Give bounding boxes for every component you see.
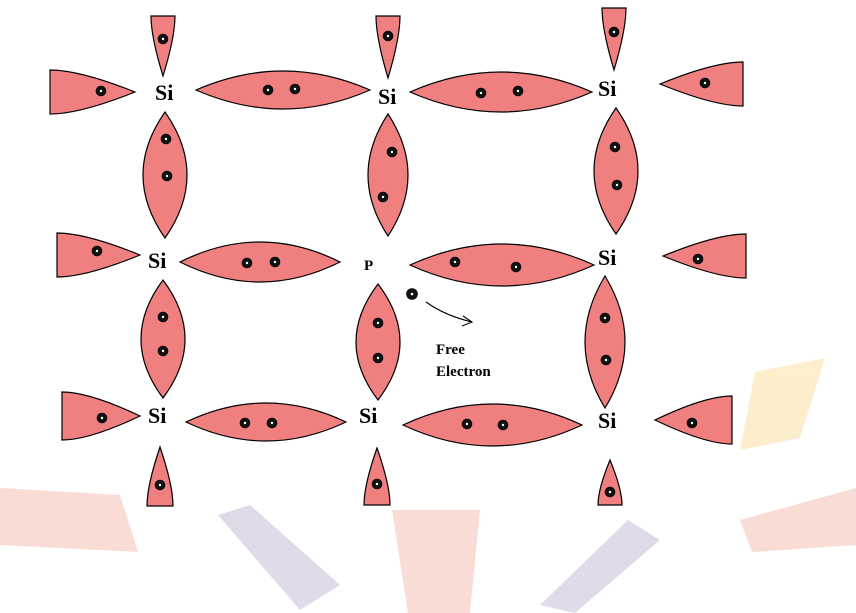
bond-r2-pc3 <box>410 244 594 286</box>
bond-r3-c1c2-electron-2 <box>267 418 277 428</box>
bond-top-c1 <box>151 16 175 76</box>
bond-v-c3-r12-electron-1 <box>610 142 620 152</box>
bond-top-c3-electron-1 <box>609 27 619 37</box>
bond-r3-c2c3 <box>403 404 582 446</box>
bond-top-c1-electron-1 <box>158 34 168 44</box>
bond-r1-c2c3 <box>410 72 592 112</box>
watermark-shape-right <box>740 488 856 552</box>
free-electron <box>407 289 418 300</box>
bond-right-r2-electron-1 <box>693 254 703 264</box>
atom-p-r2c2: P <box>364 258 373 274</box>
bond-r1-c2c3-electron-2 <box>513 86 523 96</box>
bond-top-c3 <box>602 8 626 70</box>
bond-v-c1-r23-electron-1 <box>158 312 168 322</box>
bond-r2-pc3-electron-2 <box>511 262 521 272</box>
bond-r1-c1c2-electron-2 <box>290 84 300 94</box>
bond-v-c1-r23 <box>141 280 185 398</box>
bond-bottom-c1 <box>147 447 173 506</box>
bond-v-c3-r23 <box>585 276 625 408</box>
bond-right-r2 <box>663 234 746 278</box>
bond-v-c2-r23-electron-2 <box>373 353 383 363</box>
bond-r3-c1c2-electron-1 <box>240 418 250 428</box>
bond-right-r1-electron-1 <box>700 78 710 88</box>
bond-bottom-c3-electron-1 <box>605 487 615 497</box>
bond-bottom-c1-electron-1 <box>155 480 165 490</box>
free-electron-annotation: Free Electron <box>407 289 492 381</box>
bond-r2-c1p-electron-1 <box>242 258 252 268</box>
bond-left-r1-electron-1 <box>96 86 106 96</box>
bond-v-c1-r23-electron-2 <box>158 346 168 356</box>
bond-v-c3-r12-electron-2 <box>612 180 622 190</box>
bond-bottom-c3 <box>598 460 622 505</box>
bond-r2-c1p <box>180 242 340 282</box>
atom-si-r2c1: Si <box>148 248 166 273</box>
free-electron-label-line2: Electron <box>436 364 491 380</box>
atom-si-r1c2: Si <box>378 84 396 109</box>
atom-si-r3c3: Si <box>598 408 616 433</box>
bond-v-c1-r12-electron-1 <box>161 134 171 144</box>
bond-top-c2-electron-1 <box>383 31 393 41</box>
bond-left-r2-electron-1 <box>92 246 102 256</box>
bond-r1-c2c3-electron-1 <box>476 88 486 98</box>
bond-left-r3-electron-1 <box>97 413 107 423</box>
bond-v-c1-r12-electron-2 <box>162 171 172 181</box>
bond-v-c2-r12-electron-1 <box>387 147 397 157</box>
atom-si-r3c1: Si <box>148 403 166 428</box>
bond-right-r3-electron-1 <box>687 418 697 428</box>
atom-si-r3c2: Si <box>359 403 377 428</box>
bond-r3-c2c3-electron-1 <box>462 419 472 429</box>
bond-v-c3-r23-electron-2 <box>601 355 611 365</box>
watermark-shape-gold <box>740 358 825 450</box>
bond-r1-c1c2-electron-1 <box>263 85 273 95</box>
bond-left-r1 <box>50 70 135 114</box>
bond-r3-c2c3-electron-2 <box>498 420 508 430</box>
bond-v-c2-r23-electron-1 <box>373 318 383 328</box>
bond-v-c3-r23-electron-1 <box>600 313 610 323</box>
bond-bottom-c2 <box>364 448 390 505</box>
watermark-shape-left-center <box>218 505 340 610</box>
watermark-shape-right-center <box>540 520 660 613</box>
watermark-shape-left <box>0 488 138 552</box>
bond-v-c3-r12 <box>594 108 638 234</box>
bond-v-c2-r12-electron-2 <box>378 192 388 202</box>
atom-si-r2c3: Si <box>598 245 616 270</box>
bond-r3-c1c2 <box>186 403 346 441</box>
bond-v-c2-r12 <box>368 114 408 236</box>
bond-r1-c1c2 <box>196 71 370 109</box>
bond-r2-pc3-electron-1 <box>450 257 460 267</box>
bond-top-c2 <box>376 16 400 78</box>
free-electron-label-line1: Free <box>436 342 465 358</box>
free-electron-arrow <box>426 302 472 322</box>
bond-bottom-c2-electron-1 <box>372 479 382 489</box>
atom-si-r1c1: Si <box>155 80 173 105</box>
bond-r2-c1p-electron-2 <box>270 257 280 267</box>
bond-v-c2-r23 <box>356 284 400 400</box>
watermark-shape-center <box>392 510 480 613</box>
atom-si-r1c3: Si <box>598 76 616 101</box>
